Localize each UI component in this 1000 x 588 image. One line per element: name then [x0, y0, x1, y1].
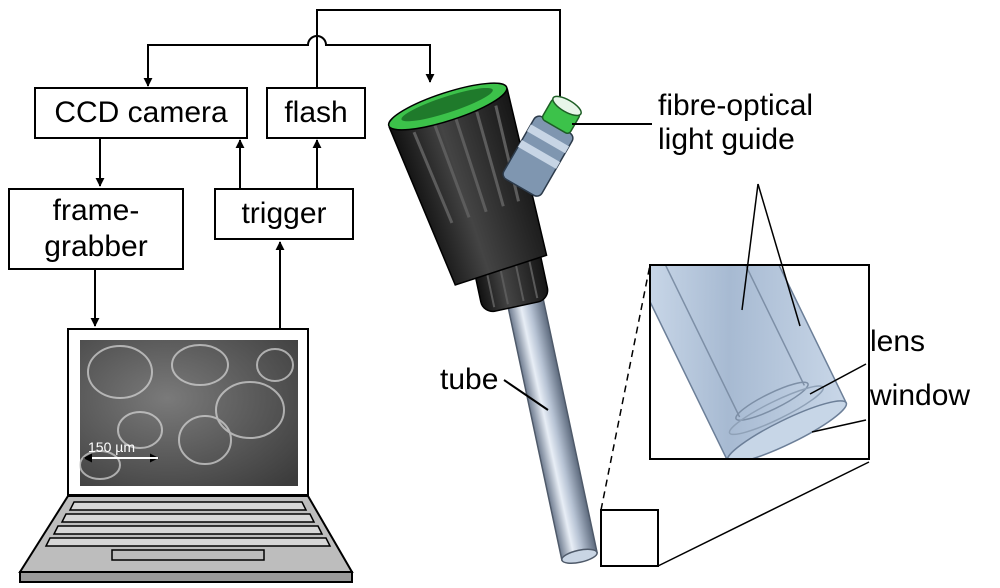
fibre-optical-label-2: light guide — [658, 123, 795, 156]
tube-tip — [561, 548, 598, 564]
lens-leader — [809, 363, 867, 395]
keyboard-keys — [44, 501, 332, 561]
frame-grabber-label-2: grabber — [44, 230, 148, 263]
bubble-texture — [79, 344, 294, 480]
laptop-base-front — [19, 571, 353, 583]
tube-leader — [503, 379, 549, 411]
laptop: 150 µm — [18, 328, 354, 583]
endoscope — [387, 82, 598, 564]
signal-connections — [90, 9, 565, 328]
tube-label: tube — [440, 363, 499, 396]
zoom-line-top — [600, 264, 651, 511]
zoom-label-leaders — [741, 183, 867, 433]
laptop-screen-image — [80, 340, 298, 486]
fibre-leader-a — [741, 183, 759, 311]
scale-bar-label: 150 µm — [88, 439, 135, 455]
zoom-line-bottom — [657, 461, 870, 567]
trigger-box: trigger — [214, 188, 354, 240]
window-leader — [811, 419, 867, 433]
zoomed-window — [726, 400, 848, 458]
tip-highlight-box — [600, 509, 659, 567]
zoomed-lens — [735, 381, 809, 421]
lens-label: lens — [870, 325, 926, 358]
frame-grabber-label-1: frame- — [52, 194, 140, 227]
endoscope-tube — [506, 295, 598, 561]
ccd-camera-label: CCD camera — [54, 96, 228, 129]
frame-grabber-box: frame- grabber — [8, 188, 184, 270]
trigger-label: trigger — [241, 197, 327, 230]
flash-label: flash — [284, 96, 348, 129]
flash-box: flash — [266, 87, 366, 139]
window-label: window — [870, 379, 971, 412]
fibre-optical-label-1: fibre-optical — [658, 89, 814, 122]
flash-to-lightguide-line — [316, 9, 565, 109]
ccd-eyepiece-line — [147, 35, 435, 85]
fibre-leader-b — [757, 183, 801, 327]
tip-zoom-view — [649, 264, 870, 460]
ccd-camera-box: CCD camera — [34, 87, 248, 139]
